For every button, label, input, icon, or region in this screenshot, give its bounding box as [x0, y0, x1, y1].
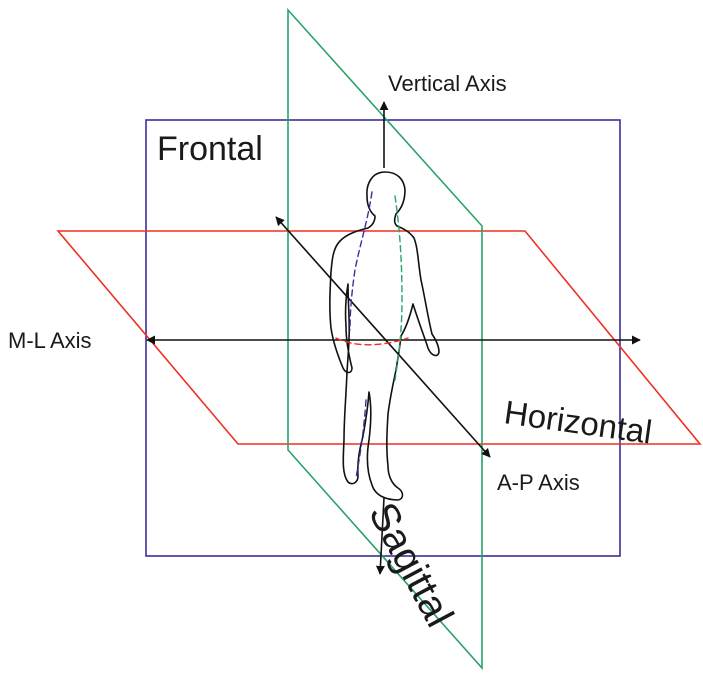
- sagittal-label: Sagittal: [360, 496, 461, 634]
- figure-frontal-dashed-line-left: [350, 192, 372, 330]
- human-figure: [330, 172, 439, 500]
- frontal-label: Frontal: [157, 130, 263, 168]
- horizontal-label: Horizontal: [502, 393, 654, 450]
- vertical-axis-label: Vertical Axis: [388, 71, 507, 96]
- ap-axis-label: A-P Axis: [497, 470, 580, 495]
- ml-axis-label: M-L Axis: [8, 328, 92, 353]
- figure-outline: [330, 172, 439, 500]
- ap-axis: [276, 217, 490, 457]
